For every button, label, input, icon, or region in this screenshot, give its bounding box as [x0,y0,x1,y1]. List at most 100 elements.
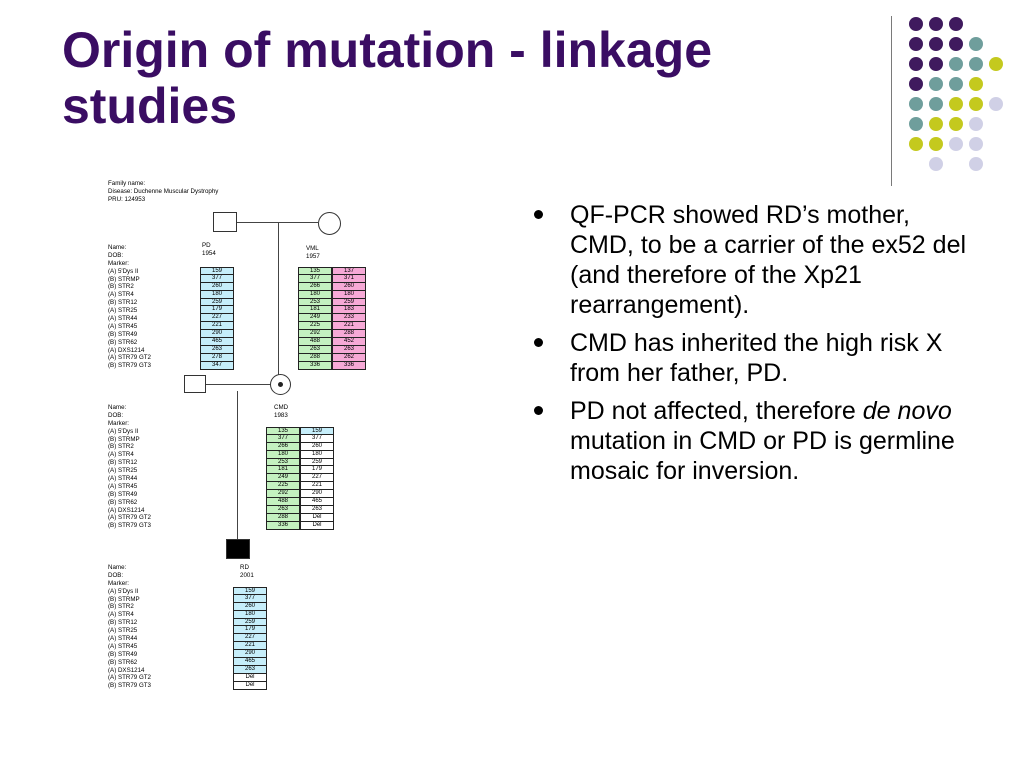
decorative-dot [949,37,963,51]
marker-label: (A) STR45 [108,642,138,650]
marker-label: (B) STR49 [108,490,138,498]
carrier-dot-icon [278,382,283,387]
allele-cell: 181 [298,306,332,315]
decorative-dot [909,77,923,91]
allele-cell: Del [300,521,334,530]
allele-cell: 179 [233,626,267,635]
marker-label: (A) STR44 [108,315,138,323]
decorative-dot [949,77,963,91]
cmd-name: CMD [274,404,289,411]
allele-cell: 180 [200,290,234,299]
decorative-dot [929,57,943,71]
cmd-dob: 1983 [274,411,288,419]
decorative-dot [929,137,943,151]
allele-cell: 259 [233,618,267,627]
allele-cell: 452 [332,338,366,346]
decorative-dot [949,57,963,71]
decorative-dot [949,137,963,151]
decorative-dot [969,117,983,131]
allele-cell: 260 [300,442,334,451]
cmd-label-block: Name: DOB: Marker: (A) 5'Dys II(B) STRMP… [108,404,151,530]
allele-cell: Del [233,673,267,682]
disease-label: Disease: Duchenne Muscular Dystrophy [108,187,219,195]
marker-label: (B) STR12 [108,619,138,627]
marker-label: (A) STR45 [108,322,138,330]
vml-name-dob: VML 1957 [306,245,320,261]
decorative-dot [909,117,923,131]
bullet-text-emphasis: de novo [862,397,952,425]
decorative-dot [969,37,983,51]
allele-cell: 249 [298,314,332,323]
allele-cell: 159 [200,267,234,275]
decorative-dot [969,137,983,151]
allele-cell: 260 [332,282,366,291]
bullet-item: QF-PCR showed RD’s mother, CMD, to be a … [532,200,972,320]
allele-cell: 183 [332,306,366,315]
decorative-dot [929,77,943,91]
rd-name-dob: RD 2001 [240,564,254,580]
marker-label: (B) STR79 GT3 [108,522,151,530]
marriage-line-gen2 [206,384,278,385]
allele-cell: 227 [200,314,234,323]
marker-label: (A) DXS1214 [108,666,145,674]
allele-cell: 260 [200,282,234,291]
allele-cell: Del [300,513,334,522]
allele-cell: 181 [266,466,300,475]
decorative-dot [969,77,983,91]
allele-cell: 263 [266,505,300,514]
marker-label: (A) STR4 [108,611,134,619]
decorative-dot [929,97,943,111]
allele-cell: 488 [298,338,332,346]
marker-label: (B) STR2 [108,443,134,451]
pd-label-block: Name: DOB: Marker: (A) 5'Dys II(B) STRMP… [108,244,151,370]
vml-dob: 1957 [306,252,320,260]
decorative-dot [989,97,1003,111]
allele-cell: 180 [266,450,300,459]
bullet-text: QF-PCR showed RD’s mother, CMD, to be a … [570,201,967,319]
allele-cell: 263 [332,345,366,354]
allele-cell: 292 [266,490,300,499]
bullet-item: CMD has inherited the high risk X from h… [532,328,972,388]
allele-cell: 465 [233,658,267,666]
descent-line-gen1 [278,222,279,385]
allele-cell: 377 [200,274,234,283]
marker-label: (A) 5'Dys II [108,587,139,595]
marriage-line-gen1 [236,222,318,223]
marker-label: (A) STR4 [108,291,134,299]
allele-cell: 179 [200,306,234,315]
marker-label: (B) STR2 [108,603,134,611]
decorative-dot [929,157,943,171]
cmd-carrier-female-symbol [270,374,291,395]
allele-cell: 159 [300,427,334,435]
allele-cell: 465 [200,338,234,346]
allele-cell: 290 [300,490,334,499]
pedigree-chart: Family name: Disease: Duchenne Muscular … [100,175,430,705]
allele-cell: 225 [266,482,300,491]
allele-cell: 377 [233,594,267,603]
allele-cell: 259 [300,458,334,467]
allele-cell: 263 [233,665,267,674]
marker-label: (A) STR44 [108,635,138,643]
rd-label-block: Name: DOB: Marker: (A) 5'Dys II(B) STRMP… [108,564,151,690]
rd-name: RD [240,564,249,571]
allele-cell: 288 [266,513,300,522]
allele-cell: 221 [233,642,267,651]
marker-label: (B) STR49 [108,650,138,658]
allele-cell: 221 [300,482,334,491]
marker-label: (B) STRMP [108,275,140,283]
allele-cell: 180 [332,290,366,299]
allele-cell: 266 [298,282,332,291]
pru-label: PRU: 124953 [108,195,146,203]
cmd-name-dob: CMD 1983 [274,404,288,420]
marker-label: (A) STR79 GT2 [108,674,151,682]
decorative-dot [909,97,923,111]
family-name-label: Family name: [108,180,146,187]
allele-cell: 159 [233,587,267,595]
allele-cell: 292 [298,330,332,339]
bullet-dot-icon [534,406,543,415]
allele-cell: 263 [200,345,234,354]
